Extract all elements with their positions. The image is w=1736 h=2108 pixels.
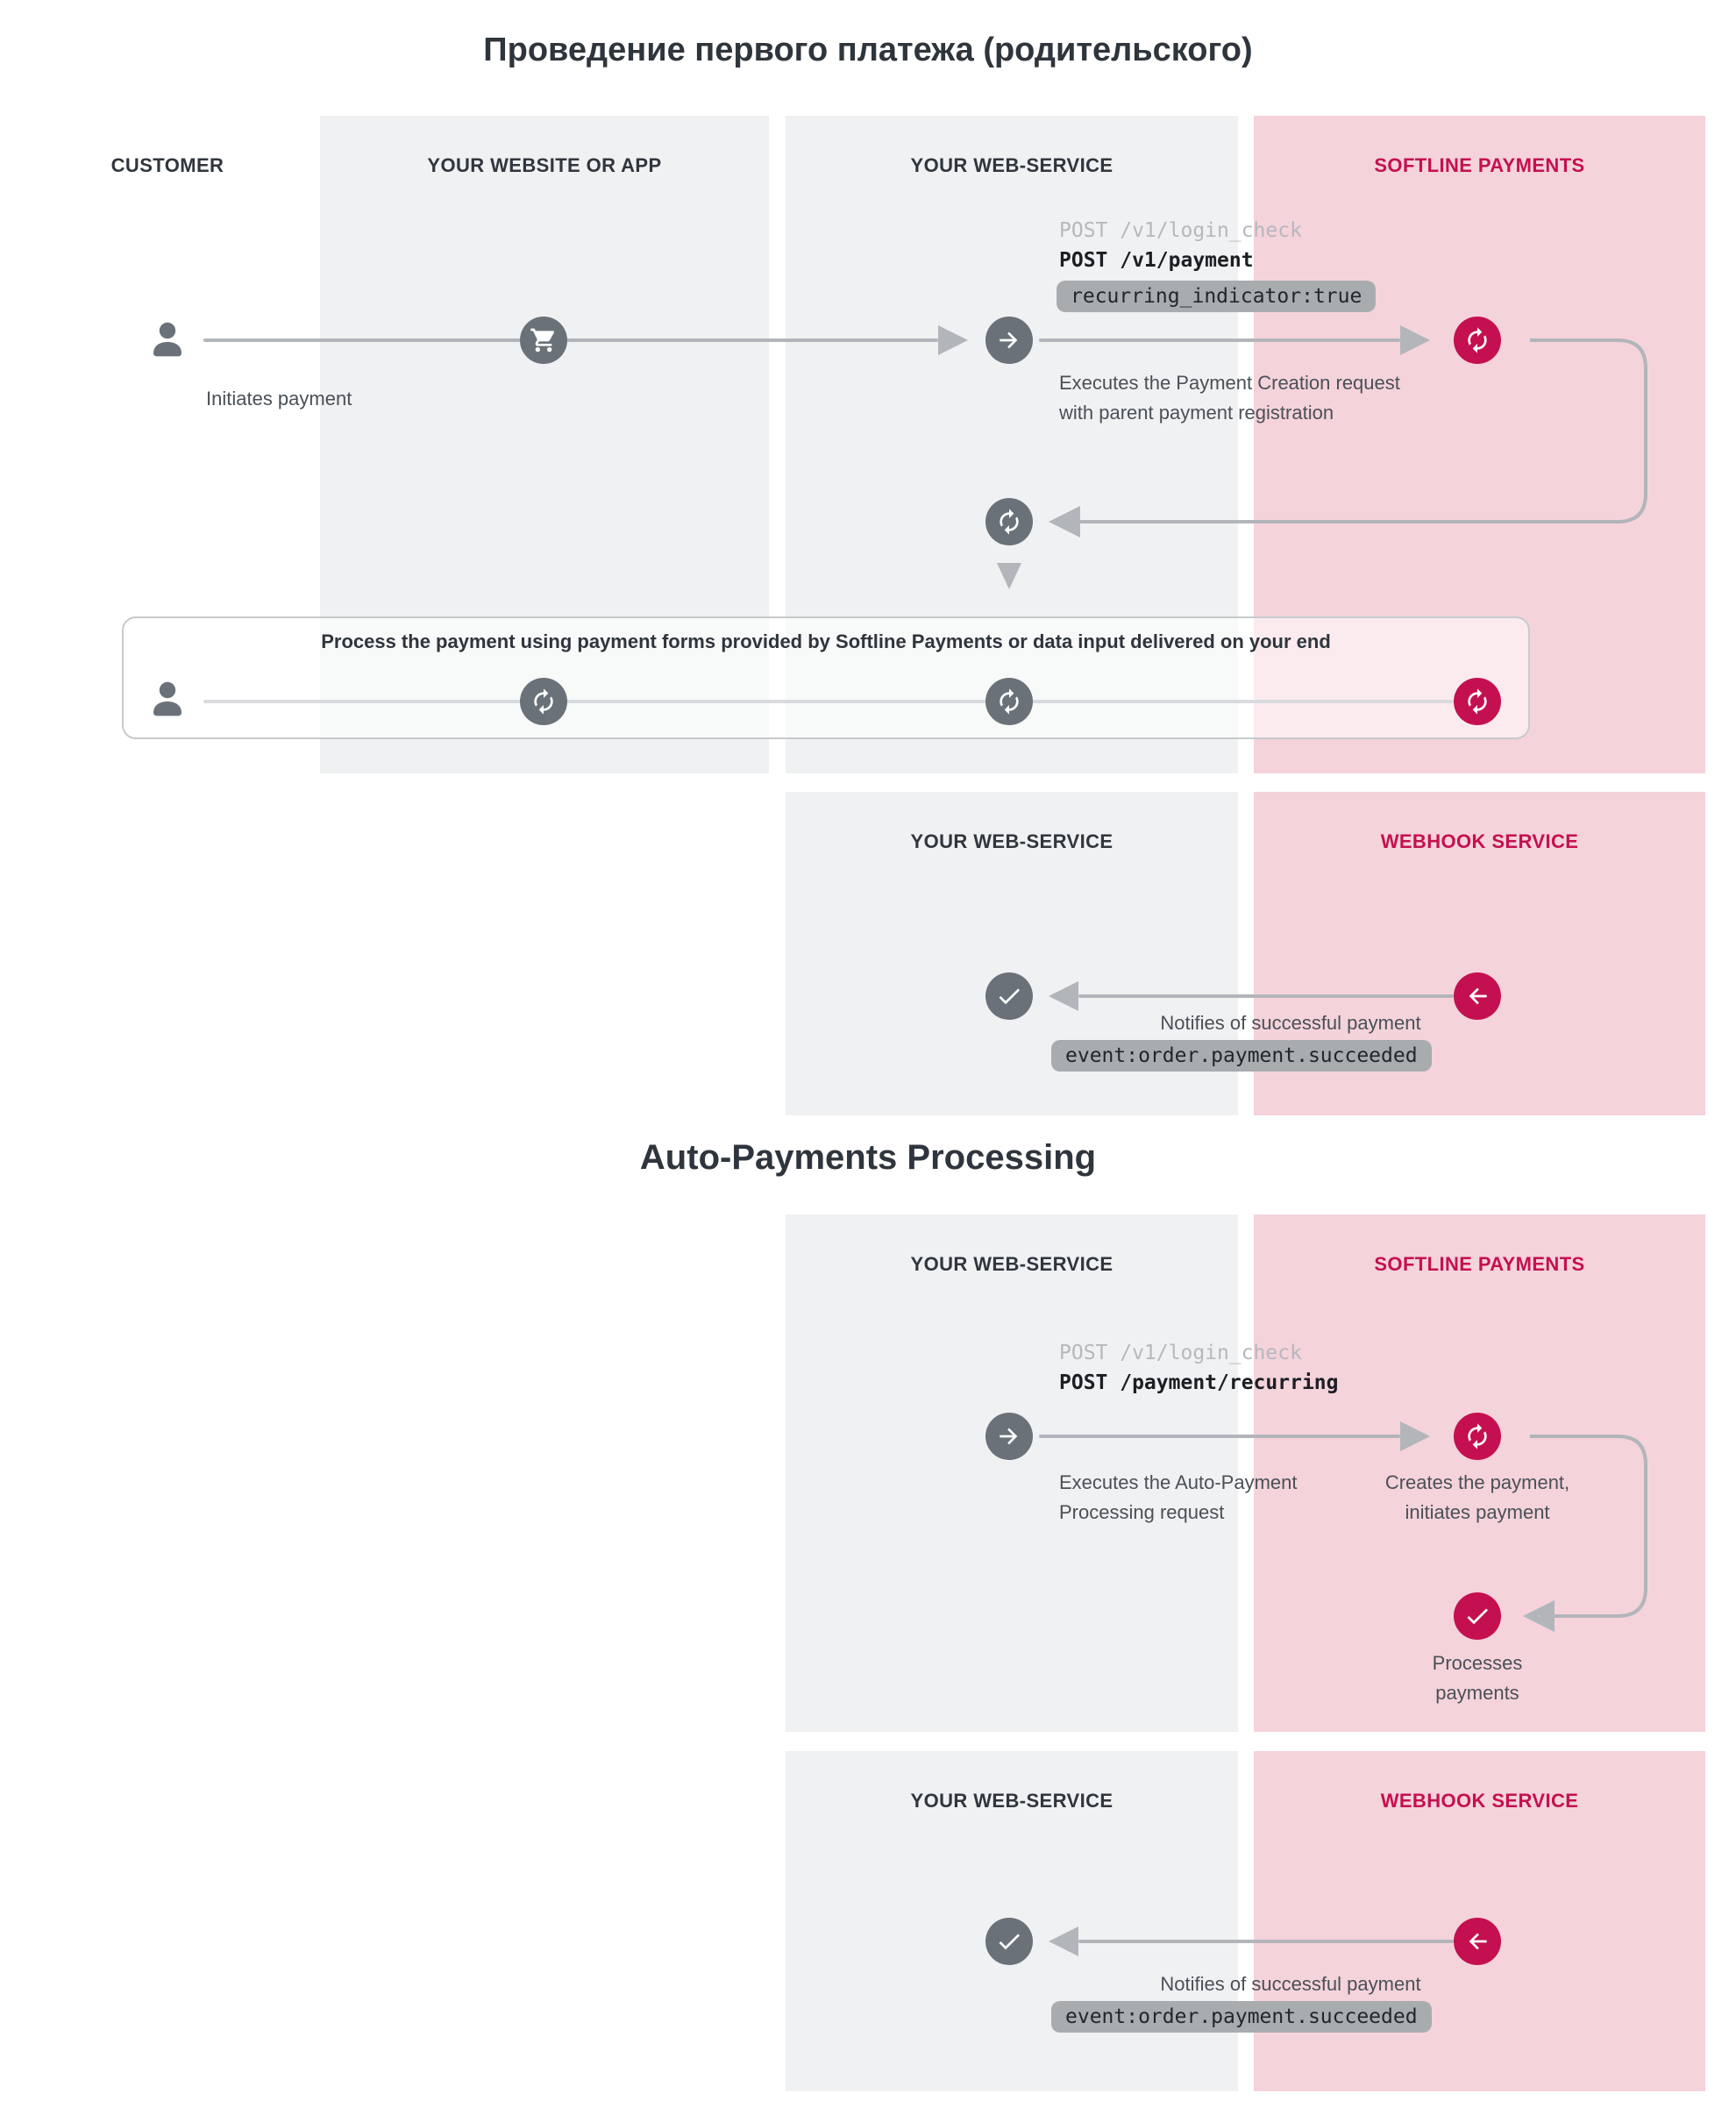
processes-note-line2: payments [1435, 1682, 1519, 1704]
triangle-down-icon [997, 563, 1021, 589]
recurring-response-node [985, 498, 1033, 545]
lane-label-customer: CUSTOMER [110, 154, 224, 176]
lane-label-softline-1: SOFTLINE PAYMENTS [1374, 154, 1585, 176]
webhook-note-2: Notifies of successful payment [1160, 1973, 1421, 1995]
webhook-event-badge-2: event:order.payment.succeeded [1051, 2001, 1432, 2033]
arrowhead-right [1400, 325, 1430, 355]
lane-web-service-3: YOUR WEB-SERVICE [786, 1214, 1238, 1732]
auto-request-note-line1: Executes the Auto-Payment [1059, 1471, 1298, 1493]
check-icon [999, 988, 1020, 1005]
flow-line [203, 338, 938, 342]
processes-note-line1: Processes [1432, 1652, 1523, 1674]
request-note-line2: with parent payment registration [1059, 402, 1334, 424]
sync-icon [1468, 327, 1487, 353]
customer-action-note: Initiates payment [206, 388, 352, 409]
purchase-node [520, 317, 567, 364]
lane-softline-2: SOFTLINE PAYMENTS [1254, 1214, 1705, 1732]
return-connector-2 [1523, 1435, 1647, 1632]
arrowhead-right [1400, 1421, 1430, 1451]
flow-line [1039, 1435, 1400, 1438]
customer-node-box [146, 679, 189, 724]
sync-icon [534, 688, 553, 715]
api-call-login-check-1: POST /v1/login_check [1059, 219, 1302, 242]
check-icon [1467, 1608, 1488, 1625]
request-node-1 [985, 317, 1033, 364]
page-title: Проведение первого платежа (родительског… [483, 32, 1253, 68]
arrow-left-icon [1469, 1933, 1487, 1950]
flow-line [1078, 1940, 1454, 1943]
arrow-right-icon [1000, 1428, 1018, 1445]
lane-label-softline-2: SOFTLINE PAYMENTS [1374, 1253, 1585, 1275]
flow-line [1078, 994, 1454, 998]
webhook-note-1: Notifies of successful payment [1160, 1012, 1421, 1034]
arrowhead-left [1523, 1600, 1555, 1632]
recurring-node-box-softline [1454, 678, 1501, 725]
webhook-node-1 [1454, 972, 1501, 1020]
creates-note-line1: Creates the payment, [1384, 1471, 1570, 1493]
check-icon [999, 1934, 1020, 1950]
arrowhead-left [1049, 981, 1078, 1011]
webhook-event-badge-1: event:order.payment.succeeded [1051, 1040, 1432, 1072]
flow-line [1039, 338, 1400, 342]
recurring-node-softline-1 [1454, 317, 1501, 364]
request-node-2 [985, 1413, 1033, 1460]
auto-request-note-line2: Processing request [1059, 1501, 1225, 1523]
person-icon [153, 322, 181, 357]
request-note-line1: Executes the Payment Creation request [1059, 372, 1400, 394]
lane-label-web-service-4: YOUR WEB-SERVICE [910, 1790, 1113, 1812]
api-call-payment: POST /v1/payment [1059, 249, 1254, 272]
arrowhead-right [938, 325, 968, 355]
process-payment-box: Process the payment using payment forms … [122, 616, 1530, 739]
lane-label-webhook-1: WEBHOOK SERVICE [1380, 830, 1579, 852]
sync-icon [1000, 688, 1019, 715]
api-call-payment-recurring: POST /payment/recurring [1059, 1371, 1339, 1394]
lane-label-web-service-1: YOUR WEB-SERVICE [910, 154, 1113, 176]
customer-node [146, 319, 189, 365]
recurring-indicator-badge: recurring_indicator:true [1057, 281, 1377, 312]
success-node-1 [985, 972, 1033, 1020]
process-box-text: Process the payment using payment forms … [321, 630, 1331, 652]
creates-note-line2: initiates payment [1405, 1501, 1550, 1523]
lane-label-web-service-2: YOUR WEB-SERVICE [910, 830, 1113, 852]
recurring-node-website [520, 678, 567, 725]
lane-label-website: YOUR WEBSITE OR APP [427, 154, 662, 176]
cart-icon [530, 328, 554, 353]
return-connector-1 [1049, 338, 1647, 538]
section-title-auto-payments: Auto-Payments Processing [639, 1138, 1097, 1177]
recurring-node-web-service [985, 678, 1033, 725]
flow-line-light [203, 700, 1454, 703]
processes-node [1454, 1592, 1501, 1640]
sync-icon [1000, 509, 1019, 535]
api-call-login-check-2: POST /v1/login_check [1059, 1342, 1302, 1364]
arrowhead-left [1049, 1926, 1078, 1956]
arrowhead-left [1049, 506, 1080, 538]
lane-label-web-service-3: YOUR WEB-SERVICE [910, 1253, 1113, 1275]
sync-icon [1468, 1423, 1487, 1449]
webhook-node-2 [1454, 1918, 1501, 1965]
arrow-left-icon [1469, 987, 1487, 1005]
success-node-2 [985, 1918, 1033, 1965]
sync-icon [1468, 688, 1487, 715]
recurring-node-softline-2 [1454, 1413, 1501, 1460]
person-icon [153, 681, 181, 716]
arrow-right-icon [1000, 331, 1018, 349]
lane-label-webhook-2: WEBHOOK SERVICE [1380, 1790, 1579, 1812]
